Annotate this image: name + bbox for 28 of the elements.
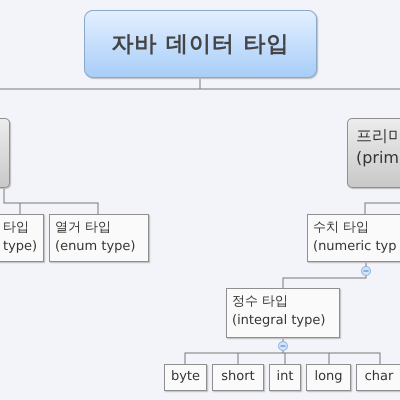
leaf-topic-box: [164, 364, 207, 391]
topic-label: long: [313, 368, 344, 386]
leaf-topic-box: [269, 364, 301, 391]
connector-line: [4, 188, 98, 214]
subtopic-box: [307, 214, 400, 262]
topic-label: 정수 타입: [232, 293, 290, 311]
leaf-topic-box: [306, 364, 351, 391]
topic-label: int: [276, 368, 294, 386]
root-topic-box: [84, 10, 317, 78]
topic-sublabel: (prim: [356, 147, 400, 169]
topic-label: char: [364, 368, 394, 386]
topic-sublabel: (integral type): [232, 312, 326, 330]
topic-label: 프리미: [356, 125, 400, 147]
topic-sublabel: (numeric typ: [313, 238, 398, 256]
topic-label: 타입: [3, 219, 30, 237]
topic-label: 자바 데이터 타입: [111, 34, 290, 54]
leaf-topic-box: [212, 364, 264, 391]
leaf-topic-box: [356, 364, 400, 391]
topic-sublabel: type): [3, 238, 38, 256]
subtopic-box: [0, 214, 44, 262]
subtopic-box: [226, 288, 340, 338]
topic-label: byte: [170, 368, 202, 386]
topic-sublabel: (enum type): [55, 238, 136, 256]
topic-label: short: [220, 368, 256, 386]
connector-line: [282, 262, 366, 288]
subtopic-box: [49, 214, 149, 262]
topic-label: 수치 타입: [313, 219, 370, 237]
topic-label: 열거 타입: [55, 219, 112, 237]
